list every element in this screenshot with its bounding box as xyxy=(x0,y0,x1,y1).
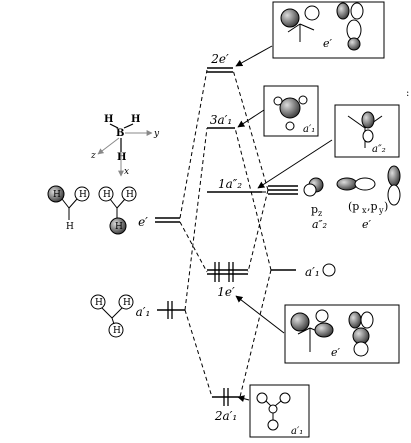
label-1a2: 1a″₂ xyxy=(218,177,242,191)
label-pxpy-y: y xyxy=(378,206,384,215)
label-b-a1: a′₁ xyxy=(305,265,320,279)
atom-h2: H xyxy=(131,114,140,125)
h-salc-a1: H H H xyxy=(90,294,134,338)
label-h-e: e′ xyxy=(138,215,148,229)
h-label: H xyxy=(95,298,103,308)
edge-mark: : xyxy=(406,88,409,99)
b-pxpy-orbitals: (p x ,p y ) e′ xyxy=(336,165,401,231)
mo-level-1e: 1e′ xyxy=(207,262,248,299)
box-2a1: a′₁ xyxy=(249,384,310,438)
box-2e: e′ xyxy=(272,1,385,59)
h-label: H xyxy=(126,190,134,200)
label-pxpy-x: x xyxy=(362,206,367,215)
h-salc-e-1: H H H xyxy=(47,185,90,232)
label-2e: 2e′ xyxy=(210,52,229,66)
mo-level-3a1: 3a′₁ xyxy=(207,113,235,129)
atom-b: B xyxy=(116,128,124,139)
box-2a1-symmetry: a′₁ xyxy=(291,426,303,437)
b-pz-orbital: p z a″₂ xyxy=(303,177,327,231)
mo-level-2e: 2e′ xyxy=(207,52,233,73)
label-pxpy-close: ) xyxy=(384,200,388,213)
b-s-orbital-icon xyxy=(322,263,336,277)
bh3-molecule: H H B H y z x xyxy=(90,114,160,177)
b-fragment-s-level: a′₁ xyxy=(271,263,336,279)
label-pxpy-open: (p xyxy=(348,200,359,213)
h-fragment-a1-level: a′₁ xyxy=(136,301,185,319)
atom-h3: H xyxy=(117,152,126,163)
label-pz: p xyxy=(311,203,318,216)
mo-level-2a1: 2a′₁ xyxy=(212,388,240,423)
box-3a1-symmetry: a′₁ xyxy=(303,124,315,135)
label-pxpy-sep: ,p xyxy=(367,200,378,213)
h-label: H xyxy=(123,298,131,308)
box-1a2-symmetry: a″₂ xyxy=(372,144,386,155)
label-pxpy-symmetry: e′ xyxy=(362,218,372,231)
arrow-box-2e xyxy=(235,45,273,67)
h-salc-e-2: H H H xyxy=(98,186,137,235)
box-1a2: a″₂ xyxy=(334,104,400,158)
arrow-box-3a1 xyxy=(237,109,265,128)
label-pz-sub: z xyxy=(318,209,322,218)
h-label: H xyxy=(66,222,74,232)
axis-x: x xyxy=(124,167,129,177)
arrow-box-1a2 xyxy=(257,139,333,189)
h-label: H xyxy=(103,190,111,200)
electron-pair-2a1 xyxy=(223,388,229,406)
box-3a1: a′₁ xyxy=(263,85,319,137)
h-label: H xyxy=(53,190,61,200)
arrow-box-2a1 xyxy=(237,395,250,403)
box-1e-symmetry: e′ xyxy=(331,346,341,359)
arrow-box-1e xyxy=(235,295,285,334)
axis-z: z xyxy=(90,151,96,161)
box-2e-symmetry: e′ xyxy=(323,37,333,50)
h-label: H xyxy=(115,222,123,232)
mo-level-1a2: 1a″₂ xyxy=(207,177,262,193)
box-1e: e′ xyxy=(284,304,400,364)
atom-h1: H xyxy=(104,114,113,125)
electron-pair-1e-b xyxy=(228,262,234,282)
h-fragment-e-level: e′ xyxy=(138,215,180,229)
electron-pair-1e-a xyxy=(214,262,220,282)
h-label: H xyxy=(113,326,121,336)
label-h-a1: a′₁ xyxy=(136,305,151,319)
label-3a1: 3a′₁ xyxy=(210,113,232,127)
b-fragment-p-levels xyxy=(268,185,298,195)
correlation-lines xyxy=(179,69,272,398)
label-pz-symmetry: a″₂ xyxy=(312,218,327,231)
axis-y: y xyxy=(153,129,160,139)
label-1e: 1e′ xyxy=(217,285,235,299)
h-label: H xyxy=(79,190,87,200)
label-2a1: 2a′₁ xyxy=(214,409,237,423)
